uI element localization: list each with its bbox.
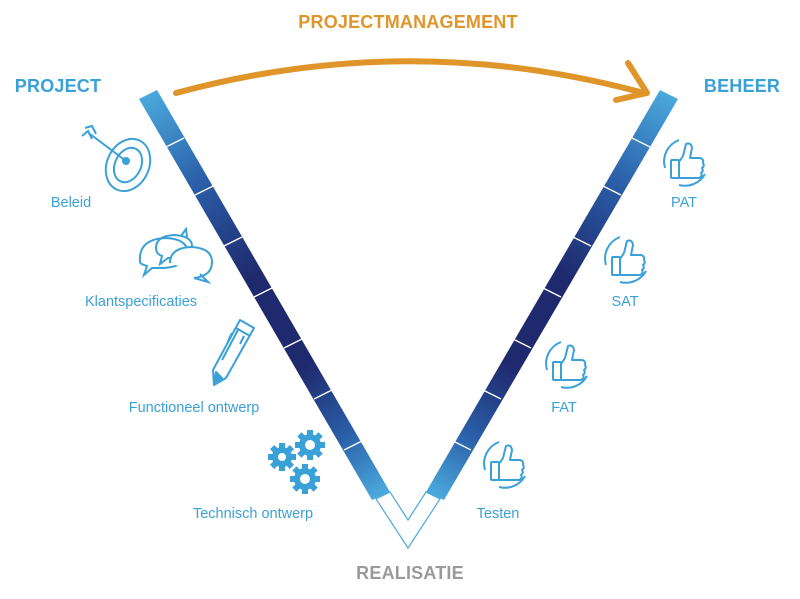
left-arm-dividers [165,137,363,451]
pencil-icon [212,319,255,386]
step-label-klantspecificaties: Klantspecificaties [84,294,198,310]
arrow-head [613,60,650,103]
diagram-title: PROJECTMANAGEMENT [298,12,518,32]
step-label-pat: PAT [670,195,698,211]
beheer-heading: BEHEER [703,76,781,96]
thumbs-up-icon [604,236,647,284]
step-label-testen: Testen [476,506,520,522]
thumbs-up-icon [663,139,706,187]
right-arm-bar [426,90,678,500]
left-arm-bar [139,90,390,500]
projectmanagement-arrow [173,58,643,96]
realisatie-heading: REALISATIE [356,563,464,583]
step-label-beleid: Beleid [50,195,92,211]
step-label-technisch-ontwerp: Technisch ontwerp [192,506,314,522]
speech-bubbles-icon [138,226,214,285]
step-label-sat: SAT [611,294,639,310]
target-dart-icon [81,124,152,193]
gears-icon [268,430,325,494]
thumbs-up-icon [545,341,588,389]
step-label-fat: FAT [551,400,577,416]
right-arm-dividers [452,137,651,451]
thumbs-up-icon [483,441,526,489]
step-label-functioneel-ontwerp: Functioneel ontwerp [128,400,260,416]
project-heading: PROJECT [14,76,102,96]
realisatie-tip [375,491,441,550]
